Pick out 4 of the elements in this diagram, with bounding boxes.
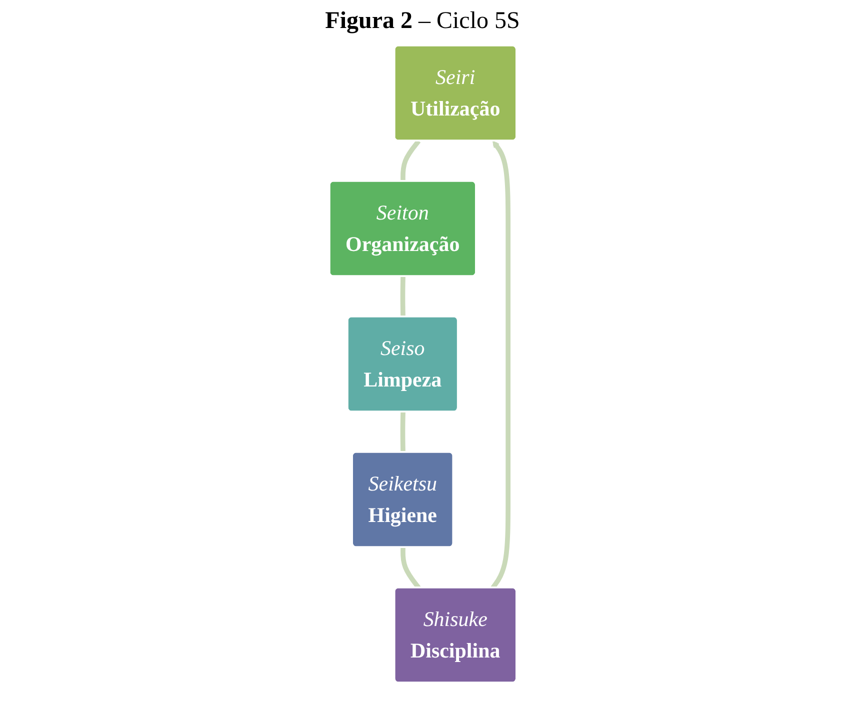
connector [400, 139, 420, 182]
connector [400, 412, 406, 452]
figure-title: Figura 2 – Ciclo 5S [324, 8, 521, 35]
connector [400, 276, 406, 317]
